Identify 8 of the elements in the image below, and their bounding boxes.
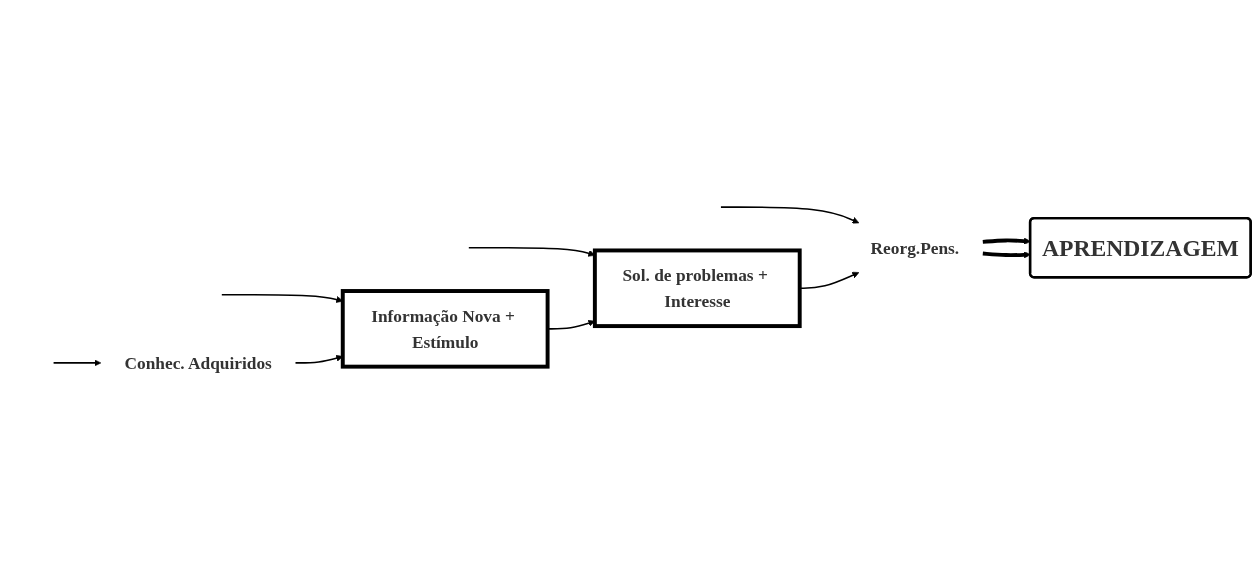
arrow	[52, 359, 102, 367]
arrow	[982, 237, 1031, 245]
arrow	[982, 251, 1031, 259]
node-box: Informação Nova + Estímulo	[340, 289, 550, 369]
arrow	[720, 206, 860, 224]
node-box: Sol. de problemas + Interesse	[592, 248, 802, 329]
node-text: Conhec. Adquiridos	[124, 353, 272, 373]
node-text: Reorg.Pens.	[870, 237, 960, 258]
